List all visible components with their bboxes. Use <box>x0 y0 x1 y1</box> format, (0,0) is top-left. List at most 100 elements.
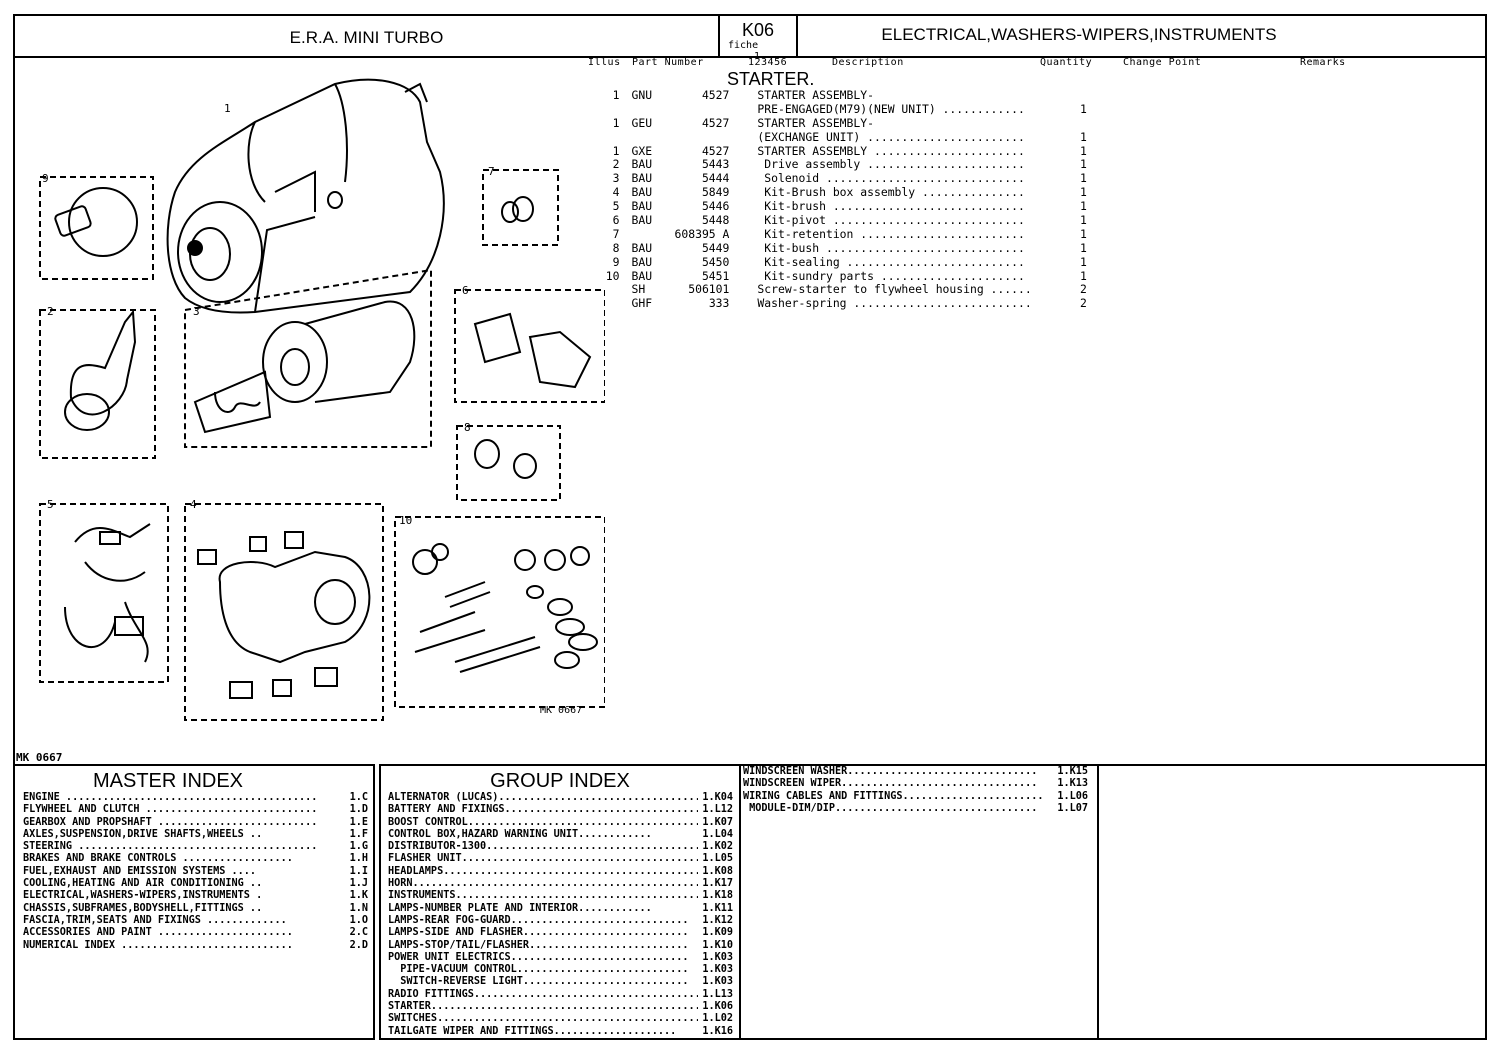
index-entry[interactable]: FLASHER UNIT............................… <box>388 853 733 865</box>
fiche-label: fiche 1 <box>728 40 794 62</box>
index-entry[interactable]: FLYWHEEL AND CLUTCH ....................… <box>23 804 368 816</box>
index-entry[interactable]: CHASSIS,SUBFRAMES,BODYSHELL,FITTINGS ..1… <box>23 903 368 915</box>
part-description: Washer-spring .......................... <box>757 296 1032 311</box>
callout-2: 2 <box>47 305 54 318</box>
index-entry-ref: 1.O <box>349 914 368 926</box>
index-entry[interactable]: PIPE-VACUUM CONTROL.....................… <box>388 964 733 976</box>
index-entry[interactable]: LAMPS-SIDE AND FLASHER..................… <box>388 927 733 939</box>
index-entry-label: MODULE-DIM/DIP..........................… <box>743 802 1038 814</box>
index-entry-ref: 1.K03 <box>702 964 733 976</box>
index-entry[interactable]: STARTER.................................… <box>388 1001 733 1013</box>
index-entry[interactable]: HORN....................................… <box>388 878 733 890</box>
index-entry-label: NUMERICAL INDEX ........................… <box>23 939 293 951</box>
part-description: STARTER ASSEMBLY- <box>757 88 874 102</box>
part-illus-number: 5 <box>612 199 620 214</box>
part-quantity: 2 <box>1079 296 1087 311</box>
index-entry[interactable]: INSTRUMENTS.............................… <box>388 890 733 902</box>
index-entry-ref: 1.L12 <box>702 804 733 816</box>
header-bar <box>13 14 1487 58</box>
part-illus-number: 6 <box>612 213 620 228</box>
index-entry-label: RADIO FITTINGS..........................… <box>388 988 699 1000</box>
index-entry[interactable]: BATTERY AND FIXINGS.....................… <box>388 804 733 816</box>
part-prefix: BAU <box>631 240 653 255</box>
column-headers: Illus Part Number 123456 Description Qua… <box>588 57 1468 69</box>
col-change-point: Change Point <box>1123 57 1202 68</box>
callout-6: 6 <box>462 284 469 297</box>
index-entry[interactable]: GEARBOX AND PROPSHAFT ..................… <box>23 817 368 829</box>
index-entry-ref: 1.J <box>349 878 368 890</box>
part-illus-number: 4 <box>612 185 620 200</box>
index-entry-ref: 1.L05 <box>702 853 733 865</box>
part-quantity: 1 <box>1079 213 1087 228</box>
part-description: Kit-retention ........................ <box>757 226 1025 241</box>
index-entry-label: AXLES,SUSPENSION,DRIVE SHAFTS,WHEELS .. <box>23 828 263 840</box>
index-entry-ref: 1.C <box>349 792 368 803</box>
main-right-rule <box>1485 58 1487 765</box>
index-entry[interactable]: FASCIA,TRIM,SEATS AND FIXINGS ..........… <box>23 915 368 927</box>
index-entry[interactable]: WINDSCREEN WASHER.......................… <box>743 766 1088 778</box>
main-left-rule <box>13 58 15 765</box>
index-entry-label: STARTER.................................… <box>388 1001 699 1013</box>
part-number: 5450 <box>701 254 730 269</box>
index-entry[interactable]: BOOST CONTROL...........................… <box>388 817 733 829</box>
part-quantity: 1 <box>1079 171 1087 186</box>
index-entry[interactable]: BRAKES AND BRAKE CONTROLS ..............… <box>23 853 368 865</box>
index-entry-ref: 1.L04 <box>702 828 733 840</box>
index-entry[interactable]: RADIO FITTINGS..........................… <box>388 989 733 1001</box>
index-entry[interactable]: COOLING,HEATING AND AIR CONDITIONING ..1… <box>23 878 368 890</box>
index-entry[interactable]: STEERING ...............................… <box>23 841 368 853</box>
index-entry[interactable]: DISTRIBUTOR-1300........................… <box>388 841 733 853</box>
index-entry[interactable]: WINDSCREEN WIPER........................… <box>743 778 1088 790</box>
index-entry[interactable]: MODULE-DIM/DIP..........................… <box>743 803 1088 815</box>
part-illus-number: 9 <box>612 254 620 269</box>
index-entry-label: POWER UNIT ELECTRICS....................… <box>388 951 689 963</box>
part-quantity <box>1080 117 1103 131</box>
index-entry-label: HEADLAMPS...............................… <box>388 865 699 877</box>
index-entry-ref: 1.K06 <box>702 1001 733 1013</box>
part-quantity: 2 <box>1079 282 1087 297</box>
index-entry-ref: 1.I <box>349 865 368 877</box>
index-entry-ref: 1.L02 <box>702 1013 733 1025</box>
index-entry[interactable]: WIRING CABLES AND FITTINGS..............… <box>743 791 1088 803</box>
index-entry-ref: 1.K16 <box>702 1025 733 1037</box>
index-entry[interactable]: ALTERNATOR (LUCAS)......................… <box>388 792 733 804</box>
index-entry[interactable]: TAILGATE WIPER AND FITTINGS.............… <box>388 1026 733 1038</box>
callout-5: 5 <box>47 498 54 511</box>
index-entry[interactable]: ENGINE .................................… <box>23 792 368 804</box>
part-prefix <box>619 131 671 145</box>
index-entry[interactable]: HEADLAMPS...............................… <box>388 866 733 878</box>
group-title: ELECTRICAL,WASHERS-WIPERS,INSTRUMENTS <box>881 25 1277 44</box>
index-entry[interactable]: NUMERICAL INDEX ........................… <box>23 940 368 952</box>
index-entry[interactable]: ACCESSORIES AND PAINT ..................… <box>23 927 368 939</box>
part-illus-number: 3 <box>612 171 620 186</box>
index-entry-label: ENGINE .................................… <box>23 792 318 803</box>
part-description: (EXCHANGE UNIT) ....................... <box>757 129 1025 144</box>
index-entry[interactable]: CONTROL BOX,HAZARD WARNING UNIT.........… <box>388 829 733 841</box>
index-entry[interactable]: LAMPS-REAR FOG-GUARD....................… <box>388 915 733 927</box>
part-prefix: BAU <box>631 185 653 200</box>
part-description: Kit-sundry parts ..................... <box>757 268 1025 283</box>
figure-ref-outside: MK 0667 <box>16 751 63 764</box>
part-description: Screw-starter to flywheel housing ...... <box>757 282 1032 297</box>
index-entry[interactable]: SWITCH-REVERSE LIGHT....................… <box>388 976 733 988</box>
index-entry[interactable]: LAMPS-STOP/TAIL/FLASHER.................… <box>388 940 733 952</box>
index-entry[interactable]: LAMPS-NUMBER PLATE AND INTERIOR.........… <box>388 903 733 915</box>
index-entry-label: BOOST CONTROL...........................… <box>388 816 699 828</box>
index-entry-label: HORN....................................… <box>388 878 699 890</box>
index-entry[interactable]: AXLES,SUSPENSION,DRIVE SHAFTS,WHEELS ..1… <box>23 829 368 841</box>
index-entry-ref: 1.K <box>349 890 368 902</box>
part-quantity: 1 <box>1079 129 1087 144</box>
index-entry[interactable]: POWER UNIT ELECTRICS....................… <box>388 952 733 964</box>
index-entry[interactable]: ELECTRICAL,WASHERS-WIPERS,INSTRUMENTS .1… <box>23 890 368 902</box>
callout-7: 7 <box>488 165 495 178</box>
index-entry-ref: 1.K04 <box>702 792 733 803</box>
index-entry-label: WINDSCREEN WASHER.......................… <box>743 766 1038 777</box>
part-quantity <box>1080 89 1103 103</box>
index-entry[interactable]: SWITCHES................................… <box>388 1013 733 1025</box>
index-entry[interactable]: FUEL,EXHAUST AND EMISSION SYSTEMS ....1.… <box>23 866 368 878</box>
index-entry-ref: 1.E <box>349 816 368 828</box>
